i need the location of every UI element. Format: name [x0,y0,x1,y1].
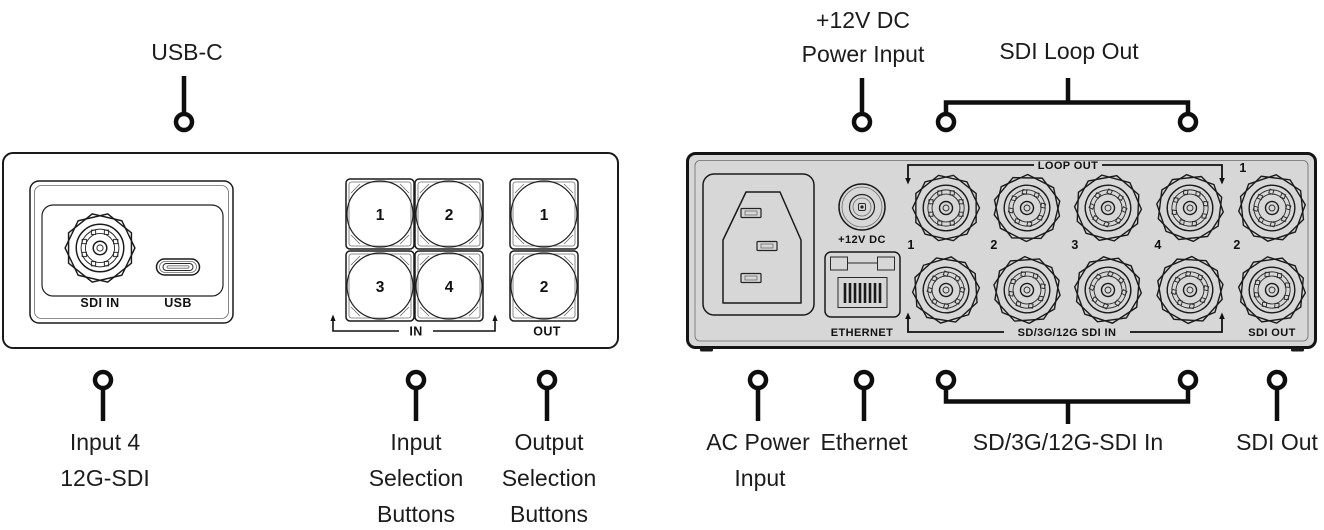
left-device-chassis [2,152,619,349]
input-selection-buttons: 1 2 3 4 [345,178,484,322]
ac-pin-middle [756,240,778,252]
loop-out-group-label: LOOP OUT [1038,160,1098,172]
sdi-in-marker-right [1177,369,1199,391]
ethernet-marker [853,369,875,391]
input-selection-label-line1: Input [390,429,442,455]
dc-power-label-line1: +12V DC [816,7,910,33]
sdi-loop-out-label: SDI Loop Out [999,38,1139,64]
ethernet-port [824,251,901,318]
input-3-number: 3 [1071,238,1078,252]
callout-sdi-out: SDI Out [1236,369,1319,455]
dc-power-marker [851,111,873,133]
ethernet-label: Ethernet [821,429,909,455]
output-button-2-number: 2 [540,279,549,296]
input-4-number: 4 [1154,238,1161,252]
callout-usb-c: USB-C [151,39,223,133]
in-group-bracket: IN [330,314,498,339]
ac-power-marker [747,369,769,391]
sdi-out-2-number: 2 [1233,238,1240,252]
right-device-panel-inset [694,160,1309,342]
input4-marker [92,369,114,391]
input-selection-marker [405,369,427,391]
callout-dc-power: +12V DC Power Input [802,7,925,133]
ethernet-port-label: ETHERNET [831,327,893,339]
usb-c-label: USB-C [151,39,223,65]
sdi-out-1-number: 1 [1239,161,1246,175]
input-selection-label-line2: Selection [369,465,464,491]
input-button-2-number: 2 [445,207,454,224]
sdi-in-bracket: SD/3G/12G SDI IN [905,312,1225,339]
output-selection-label-line2: Selection [502,465,597,491]
callout-ethernet: Ethernet [821,369,909,455]
callout-input4: Input 4 12G-SDI [60,369,150,491]
left-foot [700,348,713,352]
sdi-in-port-label: SDI IN [80,296,119,310]
loop-out-bracket: LOOP OUT [905,160,1225,185]
input4-label-line1: Input 4 [70,429,141,455]
callout-ac-power: AC Power Input [706,369,810,491]
usb-port-label: USB [164,296,192,310]
ac-power-label-line1: AC Power [706,429,810,455]
ac-pin-top [740,207,762,219]
input-button-1-number: 1 [376,207,385,224]
left-connector-module [29,180,234,324]
sdi-out-marker [1266,369,1288,391]
right-device-panel: +12V DC ETHERNET [686,152,1317,352]
output-selection-buttons: 1 2 [509,178,579,322]
right-foot [1291,348,1304,352]
input-selection-label-line3: Buttons [377,501,455,527]
input-button-3-number: 3 [376,279,385,296]
sdi-in-marker-left [935,369,957,391]
sdi-loop-out-marker-right [1177,111,1199,133]
dc-power-connector [838,183,886,231]
input-1-number: 1 [907,238,914,252]
in-group-label: IN [409,325,422,339]
callout-output-selection: Output Selection Buttons [502,369,597,527]
sdi-loop-out-marker-left [935,111,957,133]
input-2-number: 2 [990,238,997,252]
output-button-1-number: 1 [540,207,549,224]
callout-input-selection: Input Selection Buttons [369,369,464,527]
callout-sdi-loop-out: SDI Loop Out [935,38,1199,133]
ac-power-label-line2: Input [734,465,786,491]
sdi-in-bnc-connector [64,213,136,283]
sdi-in-group-label: SD/3G/12G SDI IN [1018,327,1117,339]
sdi-in-label: SD/3G/12G-SDI In [973,429,1163,455]
output-selection-marker [536,369,558,391]
left-device-panel: SDI IN USB 1 2 3 4 1 2 [2,152,619,349]
ac-pin-bottom [740,272,762,284]
input4-label-line2: 12G-SDI [60,465,149,491]
usb-c-port [155,258,201,276]
sdi-out-port-label: SDI OUT [1248,327,1295,339]
sdi-out-label: SDI Out [1236,429,1318,455]
dc-port-label: +12V DC [838,234,886,246]
output-selection-label-line3: Buttons [510,501,588,527]
output-selection-label-line1: Output [514,429,584,455]
input-button-4-number: 4 [445,279,454,296]
out-group-label: OUT [533,325,561,339]
dc-power-label-line2: Power Input [802,41,925,67]
usb-c-marker [173,111,195,133]
callout-sdi-in: SD/3G/12G-SDI In [935,369,1199,455]
ac-power-inlet [702,173,815,316]
